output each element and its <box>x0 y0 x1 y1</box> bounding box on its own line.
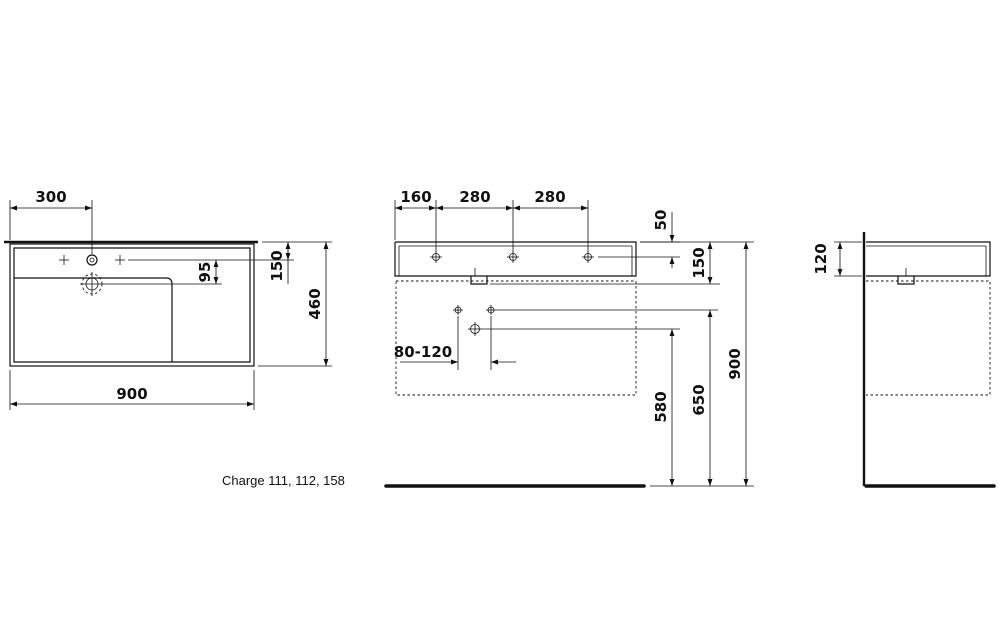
front-view-cabinet-outline <box>395 280 637 396</box>
side-view: 120 <box>812 232 996 488</box>
dim-back-to-tap: 150 <box>268 250 286 281</box>
dim-tap-offset: 300 <box>35 188 66 206</box>
charge-note: Charge 111, 112, 158 <box>222 473 345 488</box>
front-tap-hole-center-icon <box>507 251 519 263</box>
dim-side-height: 120 <box>812 243 830 274</box>
waste-connection-icon <box>468 322 482 336</box>
dim-height-900: 900 <box>726 348 744 379</box>
top-view-basin-inner <box>13 247 251 363</box>
dim-hole-spacing-1: 280 <box>459 188 490 206</box>
side-drain-outlet-icon <box>897 276 915 285</box>
dim-drain-offset: 95 <box>196 262 214 283</box>
dim-height-650: 650 <box>690 384 708 415</box>
dim-rim-height: 50 <box>652 210 670 231</box>
front-drain-outlet-icon <box>470 276 488 285</box>
front-tap-hole-right-icon <box>582 251 594 263</box>
front-view-basin-outline <box>394 241 637 277</box>
dim-left-hole: 160 <box>400 188 431 206</box>
dim-height-580: 580 <box>652 391 670 422</box>
drain-icon <box>80 272 104 296</box>
top-view-bowl-outline <box>14 277 173 362</box>
dim-trap-range: 80-120 <box>394 343 452 361</box>
water-connection-left-icon <box>453 305 463 315</box>
dim-basin-height: 150 <box>690 247 708 278</box>
water-connection-right-icon <box>486 305 496 315</box>
tap-hole-icon <box>86 254 98 266</box>
dim-width: 900 <box>116 385 147 403</box>
top-view: 300 900 460 150 95 <box>4 188 332 410</box>
optional-tap-mark-left-icon <box>59 255 69 265</box>
optional-tap-mark-right-icon <box>115 255 125 265</box>
dim-depth: 460 <box>306 288 324 319</box>
top-view-basin-outline <box>9 243 255 367</box>
side-view-basin-outline <box>866 241 991 277</box>
dim-hole-spacing-2: 280 <box>534 188 565 206</box>
front-tap-hole-left-icon <box>430 251 442 263</box>
side-view-cabinet-outline <box>866 280 991 396</box>
front-view: 160 280 280 50 150 80-120 580 650 900 <box>384 188 754 488</box>
